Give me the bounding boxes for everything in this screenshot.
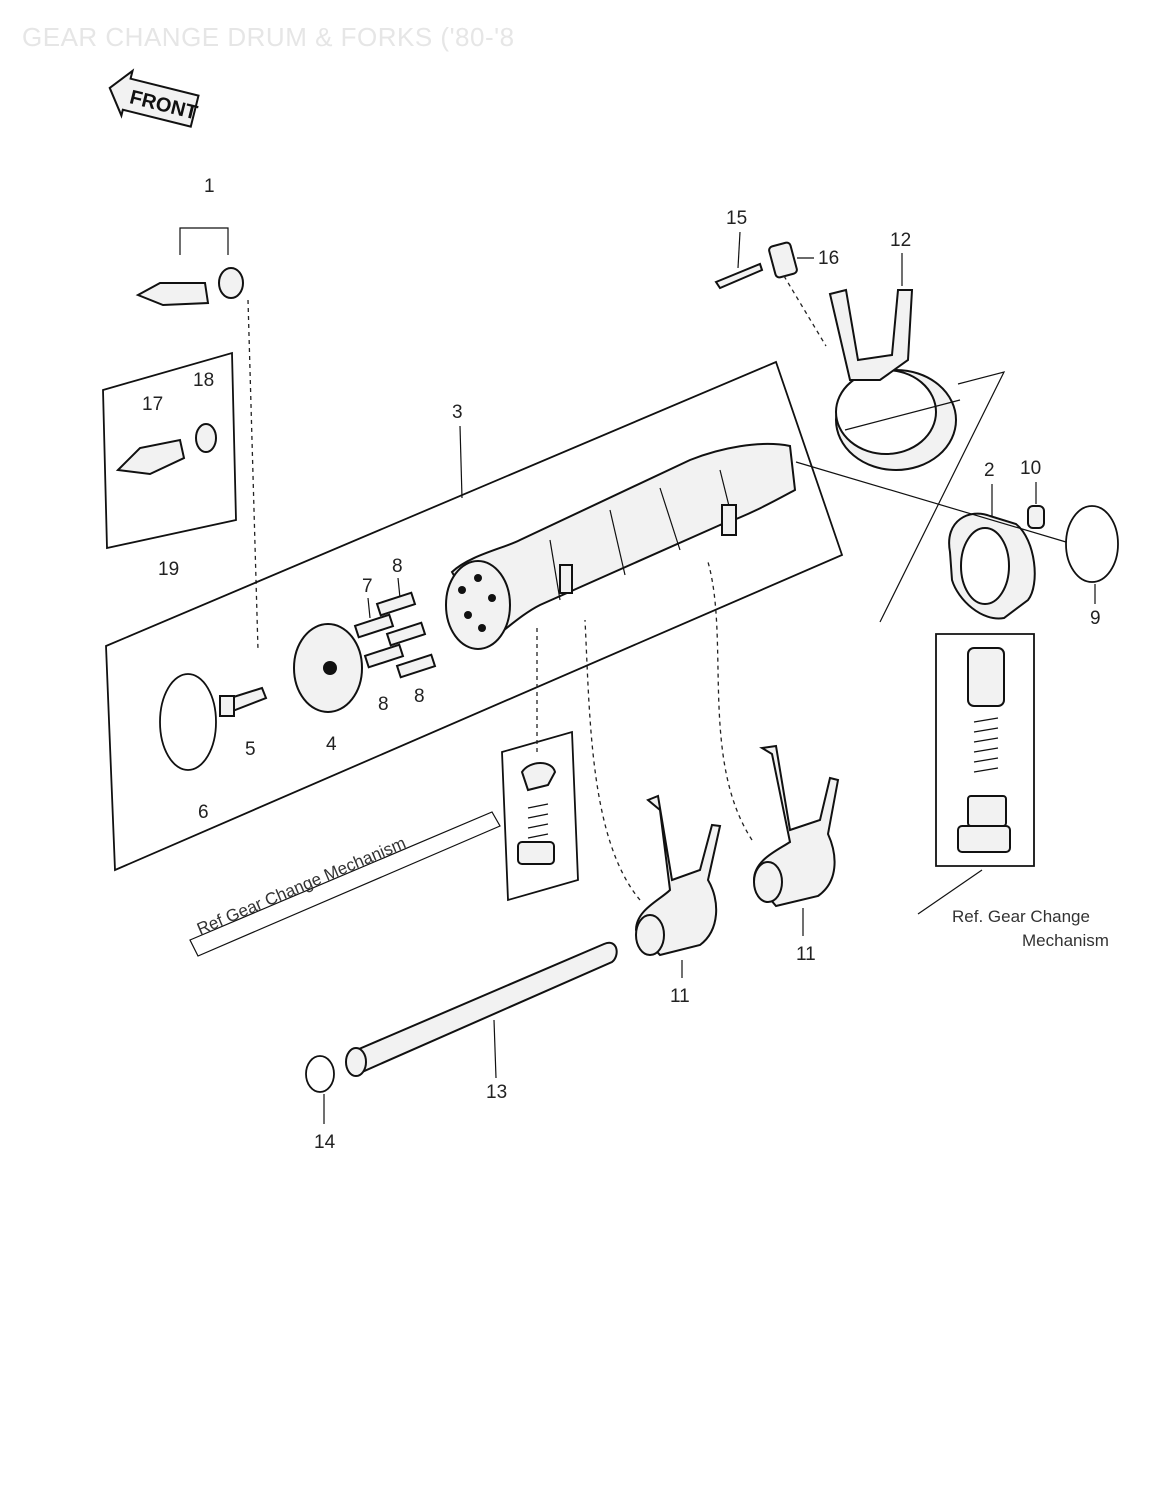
label-14: 14 — [314, 1132, 336, 1153]
label-10: 10 — [1020, 458, 1041, 479]
page-title: GEAR CHANGE DRUM & FORKS ('80-'8 — [22, 22, 515, 52]
neutral-switch-group: 1 — [135, 176, 259, 651]
fork-shaft: 13 — [345, 941, 618, 1103]
label-8b: 8 — [378, 694, 389, 715]
label-8c: 8 — [414, 686, 425, 707]
label-6: 6 — [198, 802, 209, 823]
right-stopper-box — [917, 633, 1035, 915]
drum-pins: 7 8 8 8 — [353, 556, 437, 715]
drum-assembly-box: 3 7 8 8 8 — [105, 360, 844, 872]
label-9: 9 — [1090, 608, 1101, 629]
gear-change-drum — [445, 443, 797, 650]
label-2: 2 — [984, 460, 995, 481]
label-16: 16 — [818, 248, 839, 269]
right-reference-line2: Mechanism — [1022, 931, 1109, 950]
label-15: 15 — [726, 208, 747, 229]
shaft-circlip: 14 — [305, 1055, 336, 1153]
drum-plate: 4 — [293, 623, 363, 755]
drum-cam-group: 2 10 9 — [795, 458, 1119, 629]
right-reference-line1: Ref. Gear Change — [952, 907, 1090, 926]
label-7: 7 — [362, 576, 373, 597]
label-11b: 11 — [796, 944, 816, 965]
label-5: 5 — [245, 739, 256, 760]
label-18: 18 — [193, 370, 214, 391]
label-17: 17 — [142, 394, 163, 415]
switch-detail-box: 17 18 19 — [102, 351, 237, 580]
left-reference: Ref Gear Change Mechanism — [189, 811, 501, 957]
label-12: 12 — [890, 230, 911, 251]
front-arrow-icon: FRONT — [108, 68, 200, 128]
label-8a: 8 — [392, 556, 403, 577]
label-3: 3 — [452, 402, 463, 423]
label-11a: 11 — [670, 986, 690, 1007]
label-19: 19 — [158, 559, 179, 580]
left-reference-text: Ref Gear Change Mechanism — [194, 833, 408, 938]
stopper-box — [501, 626, 579, 902]
right-reference: Ref. Gear Change Mechanism — [952, 907, 1109, 950]
label-4: 4 — [326, 734, 337, 755]
label-1: 1 — [204, 176, 215, 197]
drum-bolt: 5 — [219, 686, 268, 760]
label-13: 13 — [486, 1082, 507, 1103]
shift-fork-right: 11 — [707, 561, 840, 965]
fork-pin-group: 15 16 — [714, 208, 839, 347]
drum-circlip: 6 — [159, 673, 217, 823]
shift-fork-left: 11 — [584, 619, 722, 1007]
shift-fork-top: 12 — [828, 230, 1006, 623]
